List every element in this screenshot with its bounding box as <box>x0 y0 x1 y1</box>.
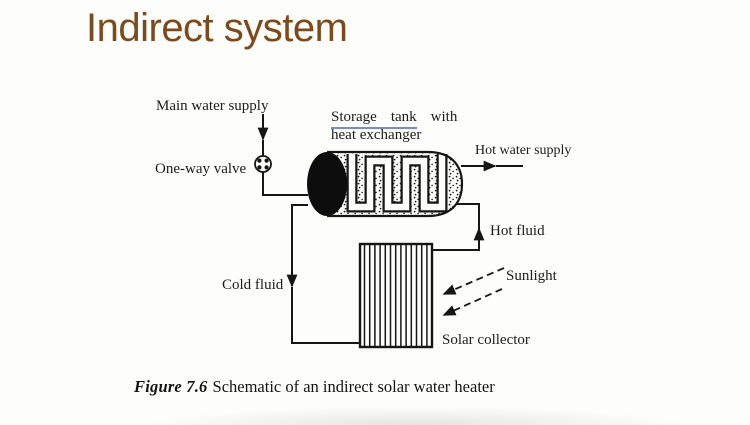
heat-exchanger-coil <box>346 154 448 213</box>
storage-tank <box>307 150 464 218</box>
label-one-way-valve: One-way valve <box>155 161 247 177</box>
collector-fins <box>363 244 428 347</box>
slide-title: Indirect system <box>86 6 348 50</box>
label-with: with <box>430 109 458 125</box>
figure-number: Figure 7.6 <box>134 377 208 396</box>
label-tank: tank <box>390 109 417 125</box>
pipe-main-water-supply <box>257 114 308 196</box>
label-storage: Storage <box>331 109 377 125</box>
pipe-hot-fluid <box>432 203 485 251</box>
storage-tank-underlined: Storage tank <box>331 109 417 129</box>
label-storage-tank-with: Storage tank with <box>331 109 457 129</box>
label-hot-water-supply: Hot water supply <box>475 143 572 158</box>
label-solar-collector: Solar collector <box>442 332 530 348</box>
sunlight-rays <box>442 267 505 316</box>
label-cold-fluid: Cold fluid <box>222 277 284 293</box>
tank-end-cap <box>307 152 347 216</box>
one-way-valve-icon <box>254 155 272 173</box>
label-sunlight: Sunlight <box>506 268 557 284</box>
figure-caption-text: Schematic of an indirect solar water hea… <box>212 377 495 396</box>
pipe-cold-fluid <box>286 204 361 344</box>
label-main-water-supply: Main water supply <box>156 98 269 114</box>
label-heat-exchanger: heat exchanger <box>331 127 422 143</box>
label-hot-fluid: Hot fluid <box>490 223 545 239</box>
solar-collector-panel <box>358 242 434 349</box>
